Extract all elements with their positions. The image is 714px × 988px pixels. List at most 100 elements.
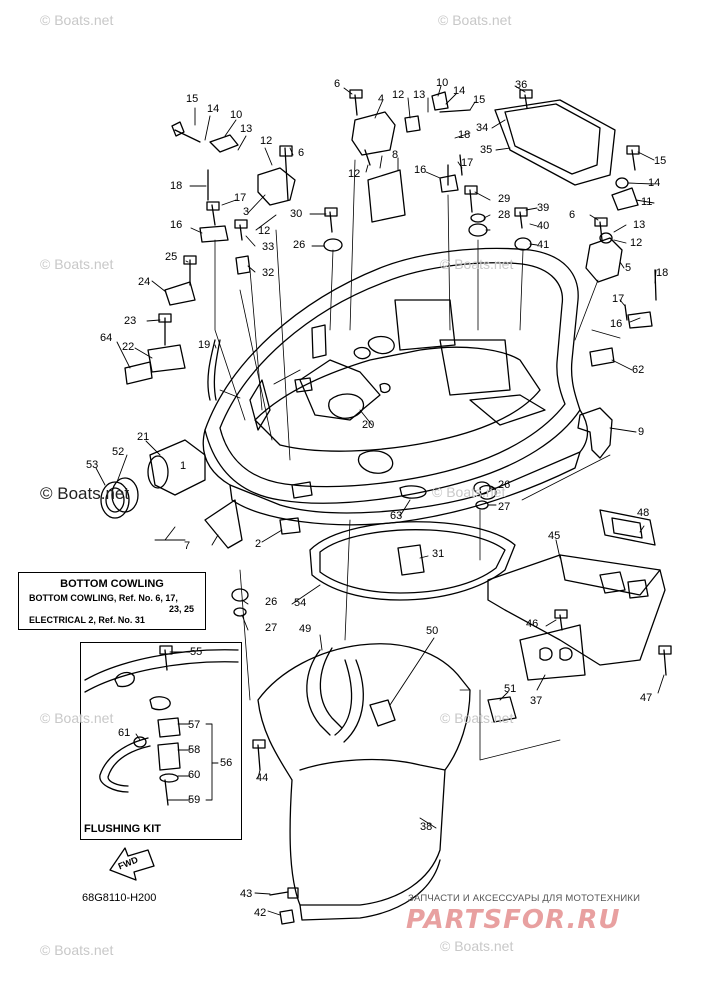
lower-apron xyxy=(257,643,517,921)
part-label: 32 xyxy=(262,267,275,279)
part-label: 18 xyxy=(656,267,669,279)
part-label: 60 xyxy=(188,769,201,781)
part-label: 33 xyxy=(262,241,275,253)
watermark: © Boats.net xyxy=(440,710,514,726)
flushing-kit-box: FLUSHING KIT xyxy=(80,642,242,840)
part-label: 34 xyxy=(476,122,489,134)
fwd-arrow-icon xyxy=(109,847,155,881)
part-label: 57 xyxy=(188,719,201,731)
part-label: 26 xyxy=(265,596,278,608)
part-label: 15 xyxy=(654,155,667,167)
top-hardware xyxy=(100,121,343,549)
part-label: 12 xyxy=(392,89,405,101)
part-label: 41 xyxy=(537,239,550,251)
part-label: 14 xyxy=(207,103,220,115)
part-label: 44 xyxy=(256,772,269,784)
part-label: 16 xyxy=(414,164,427,176)
bottom-cowling-ref-line3: ELECTRICAL 2, Ref. No. 31 xyxy=(29,615,145,625)
part-label: 48 xyxy=(637,507,650,519)
part-label: 17 xyxy=(461,157,474,169)
bottom-cowling-ref-line2: 23, 25 xyxy=(169,604,195,614)
part-label: 25 xyxy=(165,251,178,263)
part-label: 62 xyxy=(632,364,645,376)
part-label: 54 xyxy=(294,597,307,609)
part-label: 43 xyxy=(240,888,253,900)
top-center-hardware xyxy=(231,89,672,925)
part-label: 63 xyxy=(390,510,403,522)
part-label: 24 xyxy=(138,276,151,288)
watermark: © Boats.net xyxy=(432,484,506,500)
part-label: 1 xyxy=(180,460,187,472)
part-label: 12 xyxy=(630,237,643,249)
part-label: 22 xyxy=(122,341,135,353)
part-label: 47 xyxy=(640,692,653,704)
part-label: 13 xyxy=(413,89,426,101)
part-label: 20 xyxy=(362,419,375,431)
watermark: © Boats.net xyxy=(40,942,114,958)
brand-subtitle: ЗАПЧАСТИ И АКСЕССУАРЫ ДЛЯ МОТОТЕХНИКИ xyxy=(408,893,641,904)
part-label: 13 xyxy=(633,219,646,231)
part-label: 4 xyxy=(378,93,385,105)
part-label: 56 xyxy=(220,757,233,769)
leader-lines xyxy=(95,85,665,916)
part-label: 17 xyxy=(612,293,625,305)
part-label: 61 xyxy=(118,727,131,739)
part-label: 46 xyxy=(526,618,539,630)
bottom-cowling-info-box: BOTTOM COWLING BOTTOM COWLING, Ref. No. … xyxy=(18,572,206,630)
part-label: 36 xyxy=(515,79,528,91)
bottom-cowling-title: BOTTOM COWLING xyxy=(60,578,164,590)
bottom-cowling-tray xyxy=(202,247,613,526)
part-label: 18 xyxy=(458,129,471,141)
part-label: 35 xyxy=(480,144,493,156)
part-label: 40 xyxy=(537,220,550,232)
mount-bracket xyxy=(487,509,666,681)
part-label: 3 xyxy=(243,206,250,218)
watermark: © Boats.net xyxy=(40,484,130,503)
part-label: 17 xyxy=(234,192,247,204)
part-label: 19 xyxy=(198,339,211,351)
part-label: 27 xyxy=(498,501,511,513)
part-label: 7 xyxy=(184,540,191,552)
gasket-seal xyxy=(309,521,516,601)
flushing-kit-drawing xyxy=(84,645,239,806)
part-label: 10 xyxy=(436,77,449,89)
part-label: 49 xyxy=(299,623,312,635)
part-label: 31 xyxy=(432,548,445,560)
part-label: 28 xyxy=(498,209,511,221)
part-label: 12 xyxy=(348,168,361,180)
part-label: 64 xyxy=(100,332,113,344)
part-label: 26 xyxy=(293,239,306,251)
part-label: 16 xyxy=(610,318,623,330)
part-label: 39 xyxy=(537,202,550,214)
part-label: 50 xyxy=(426,625,439,637)
part-label: 52 xyxy=(112,446,125,458)
part-label: 11 xyxy=(641,196,653,208)
part-label: 12 xyxy=(258,225,271,237)
brand-logo: PARTSFOR.RU xyxy=(406,905,621,935)
part-label: 16 xyxy=(170,219,183,231)
part-label: 13 xyxy=(240,123,253,135)
watermark: © Boats.net xyxy=(40,710,114,726)
diagram-code: 68G8110-H200 xyxy=(82,892,157,904)
part-label: 6 xyxy=(569,209,576,221)
part-label: 2 xyxy=(255,538,262,550)
part-label: 26 xyxy=(498,479,511,491)
watermark: © Boats.net xyxy=(440,256,514,272)
part-label: 45 xyxy=(548,530,561,542)
part-label: 21 xyxy=(137,431,150,443)
flushing-kit-title: FLUSHING KIT xyxy=(84,823,161,835)
part-label: 15 xyxy=(473,94,486,106)
watermark: © Boats.net xyxy=(438,12,512,28)
part-label: 51 xyxy=(504,683,517,695)
part-label: 42 xyxy=(254,907,267,919)
part-label: 8 xyxy=(392,149,399,161)
part-label: 14 xyxy=(453,85,466,97)
part-label: 38 xyxy=(420,821,433,833)
part-label: 30 xyxy=(290,208,303,220)
watermark: © Boats.net xyxy=(440,938,514,954)
part-label: 37 xyxy=(530,695,543,707)
part-label: 29 xyxy=(498,193,511,205)
guide-lines xyxy=(214,159,611,761)
